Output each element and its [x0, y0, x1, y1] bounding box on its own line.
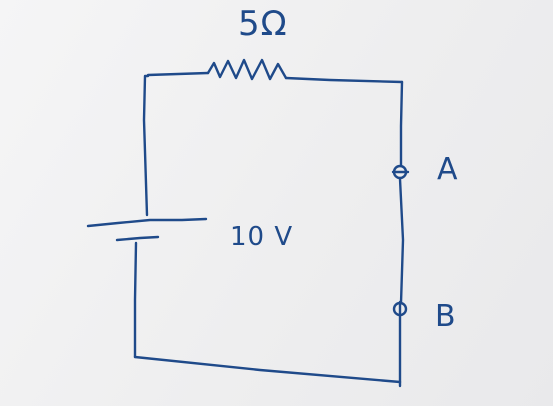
terminal-b-label: B	[435, 299, 456, 334]
terminal-a-label: A	[437, 152, 458, 187]
resistor	[206, 58, 288, 81]
right-wire-upper	[399, 80, 404, 168]
left-bottom-wire	[133, 241, 138, 359]
right-wire-middle	[398, 177, 405, 305]
battery-positive-plate	[86, 217, 208, 228]
top-wire-right	[284, 76, 404, 84]
top-wire-left	[146, 71, 210, 77]
resistor-label: 5Ω	[238, 4, 288, 44]
battery-negative-plate	[115, 235, 160, 242]
left-top-wire	[142, 74, 150, 217]
bottom-wire	[133, 355, 402, 384]
voltage-label: 10 V	[230, 222, 294, 252]
